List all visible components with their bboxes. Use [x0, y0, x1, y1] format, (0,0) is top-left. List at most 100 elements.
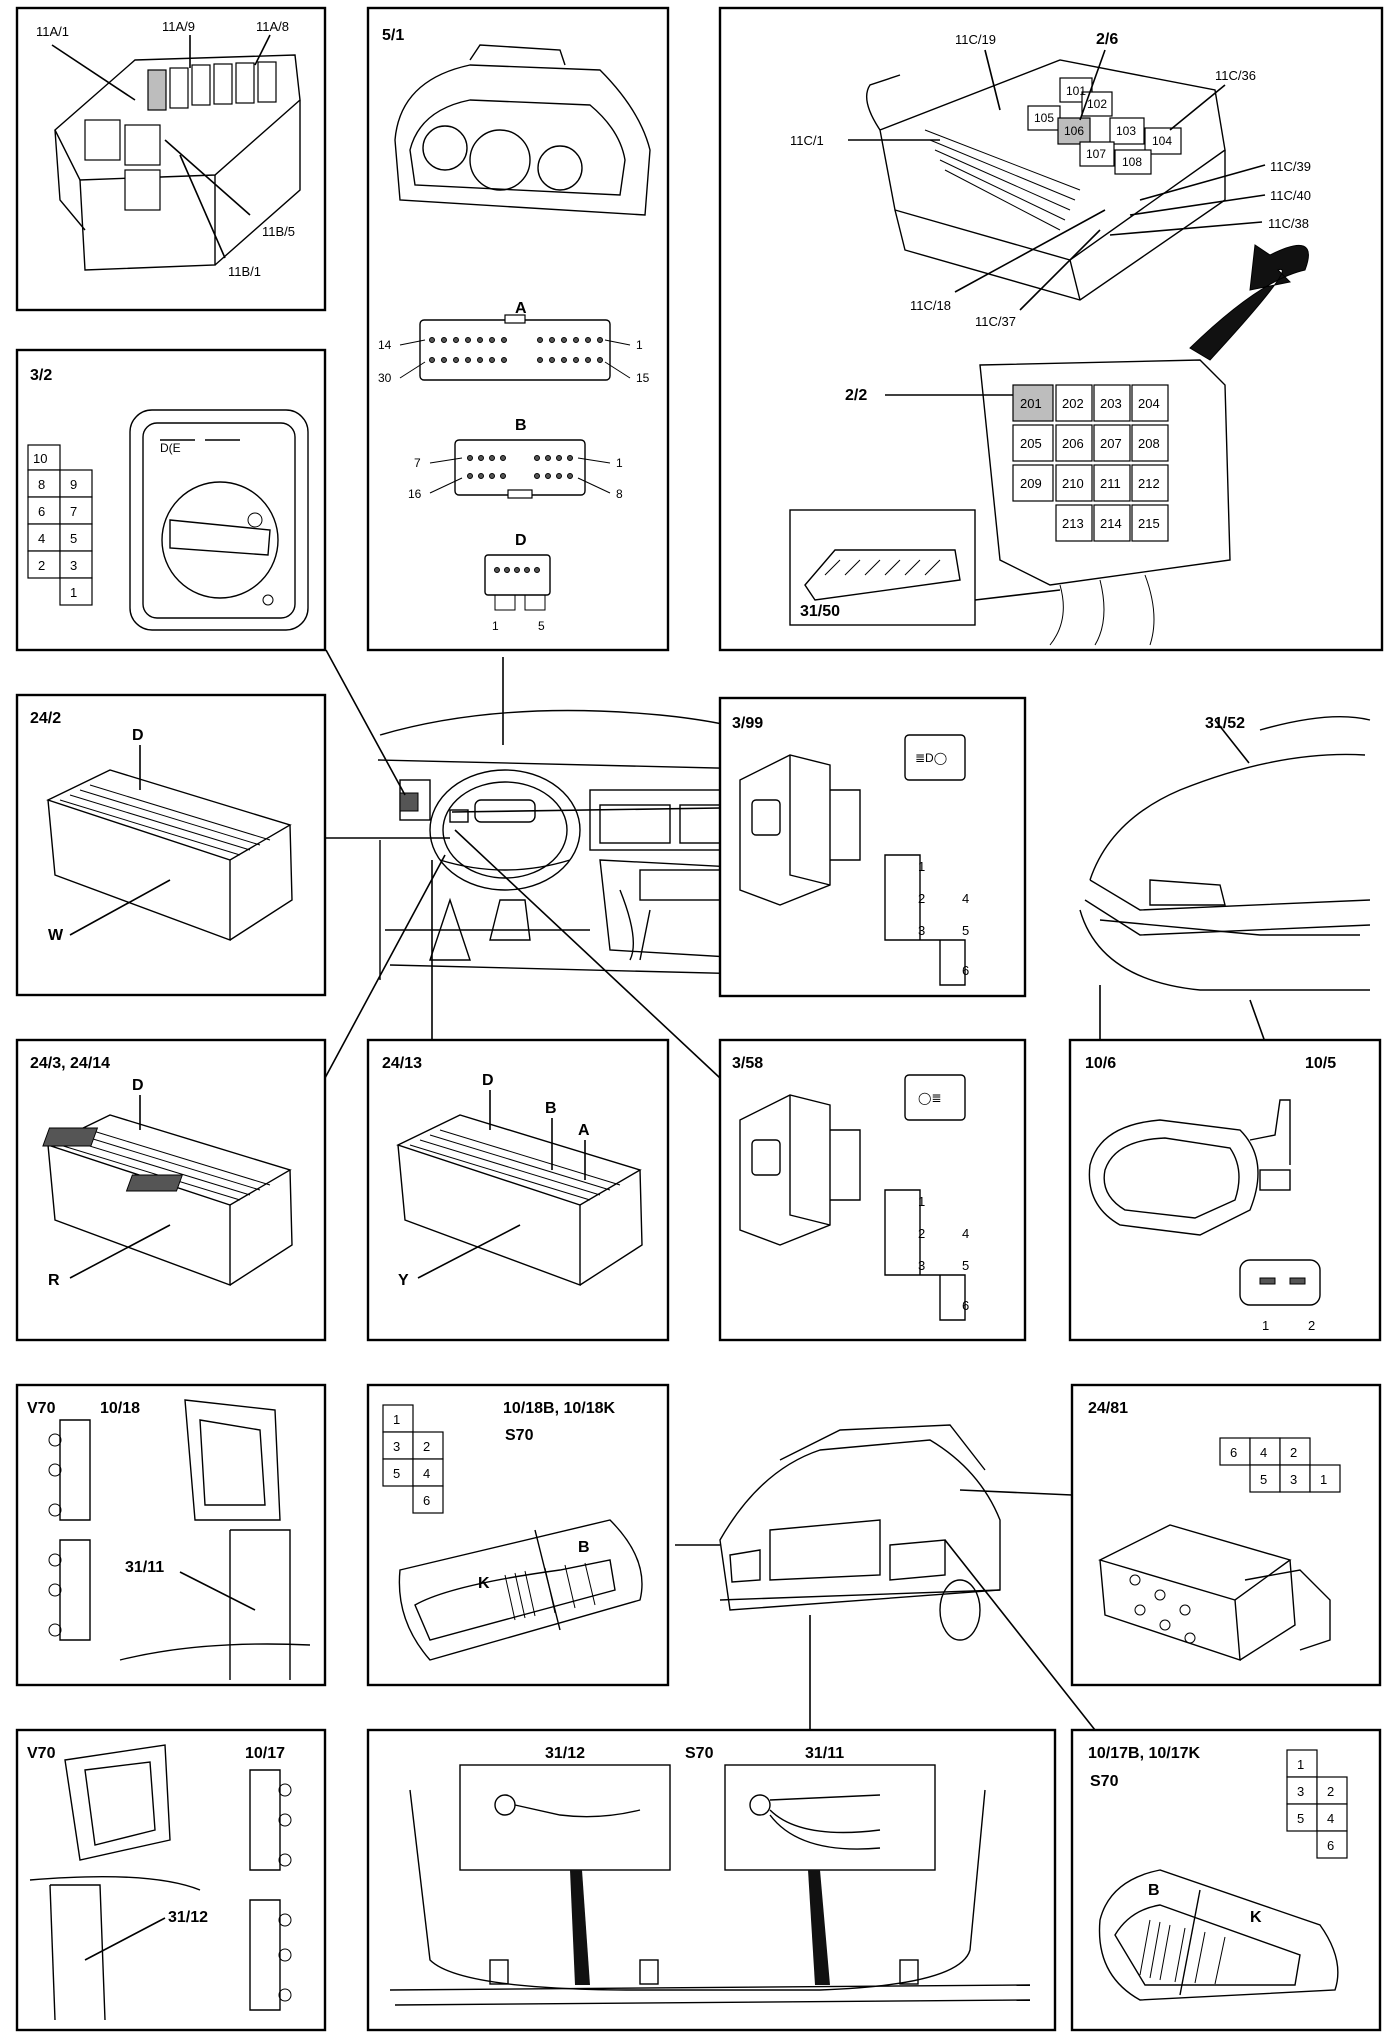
label-10-6: 10/6	[1085, 1055, 1116, 1072]
panel-24-13-connector-block: 24/13 D B A Y	[42, 1038, 670, 1342]
label-s70: S70	[1090, 1773, 1119, 1790]
fuse-203: 203	[1100, 396, 1122, 411]
rear-fog-symbol: ◯≣	[918, 1091, 941, 1105]
pin-grid-10-17b	[1286, 1749, 1348, 1859]
pin-1: 1	[918, 859, 925, 874]
label-11c-36: 11C/36	[1215, 68, 1256, 83]
mark-b: B	[578, 1539, 590, 1556]
pin-6: 6	[423, 1493, 430, 1508]
conn-a-pin-30: 30	[378, 371, 392, 385]
pin-1: 1	[918, 1194, 925, 1209]
pin-6: 6	[38, 504, 45, 519]
pin-3: 3	[918, 1258, 925, 1273]
mark-d: D	[132, 727, 144, 744]
mark-k: K	[1250, 1909, 1262, 1926]
pin-1: 1	[1320, 1472, 1327, 1487]
pin-2: 2	[1327, 1784, 1334, 1799]
rear-car-overview	[719, 1424, 1001, 1641]
conn-b-pin-8: 8	[616, 487, 623, 501]
panel-3-2-light-switch: 3/2 10 8 9 6 7 4 5 2 3 1 D(E	[15, 348, 327, 652]
label-31-12: 31/12	[545, 1745, 585, 1762]
label-10-17b-10-17k: 10/17B, 10/17K	[1088, 1745, 1201, 1762]
pin-5: 5	[70, 531, 77, 546]
mark-k: K	[478, 1575, 490, 1592]
fuse-206: 206	[1062, 436, 1084, 451]
label-3-99: 3/99	[732, 715, 763, 732]
pin-2: 2	[423, 1439, 430, 1454]
pin-6: 6	[962, 963, 969, 978]
fuse-211: 211	[1100, 476, 1121, 491]
pin-4: 4	[38, 531, 45, 546]
mark-r: R	[48, 1272, 60, 1289]
relay-101: 101	[1066, 84, 1086, 98]
conn-d-pin-5: 5	[538, 619, 545, 633]
conn-a-pins	[429, 337, 603, 363]
mark-b: B	[545, 1100, 557, 1117]
pin-7: 7	[70, 504, 77, 519]
panel-v70-10-18: V70 10/18 31/11	[15, 1383, 327, 1687]
pin-5: 5	[962, 923, 969, 938]
label-31-12: 31/12	[168, 1909, 208, 1926]
pin-4: 4	[962, 891, 969, 906]
panel-11a-relay-box: 11A/1 11A/9 11A/8 11B/5 11B/1	[15, 6, 327, 312]
panel-trunk-ground-points: 31/12 S70 31/11	[366, 1728, 1057, 2032]
fuse-210: 210	[1062, 476, 1084, 491]
pin-1: 1	[1262, 1318, 1269, 1333]
label-2-2: 2/2	[845, 387, 867, 404]
label-11c-37: 11C/37	[975, 314, 1016, 329]
wire-lead-31-11	[808, 1870, 830, 1985]
pin-3: 3	[1290, 1472, 1297, 1487]
fuse-215: 215	[1138, 516, 1160, 531]
conn-b-pin-1: 1	[616, 456, 623, 470]
mark-w: W	[48, 927, 64, 944]
mark-y: Y	[398, 1272, 409, 1289]
panel-central-electrical-unit: 101 102 105 106 103 107 104 108 11C/19 2…	[718, 6, 1384, 652]
pin-6: 6	[1327, 1838, 1334, 1853]
mark-d: D	[132, 1077, 144, 1094]
pin-3: 3	[70, 558, 77, 573]
relay-105: 105	[1034, 111, 1054, 125]
relay-106: 106	[1064, 124, 1084, 138]
label-31-50: 31/50	[800, 603, 840, 620]
pin-1: 1	[393, 1412, 400, 1427]
panel-3-58-switch: 3/58 ◯≣ 1 2 4 3 5 6	[718, 1038, 1027, 1342]
fuse-204: 204	[1138, 396, 1160, 411]
label-s70: S70	[505, 1427, 534, 1444]
pin-9: 9	[70, 477, 77, 492]
fuse-214: 214	[1100, 516, 1122, 531]
pin-3: 3	[1297, 1784, 1304, 1799]
pin-3: 3	[918, 923, 925, 938]
label-11a-1: 11A/1	[36, 24, 69, 39]
pin-6: 6	[962, 1298, 969, 1313]
label-31-11: 31/11	[125, 1559, 164, 1576]
fuse-212: 212	[1138, 476, 1160, 491]
pin-grid-3-99	[884, 854, 966, 986]
conn-b-label: B	[515, 417, 527, 434]
pin-grid-10-18b	[382, 1404, 444, 1514]
fuse-213: 213	[1062, 516, 1084, 531]
panel-24-81-connector: 24/81 6 4 2 5 3 1	[1070, 1383, 1382, 1687]
fuse-208: 208	[1138, 436, 1160, 451]
label-10-18: 10/18	[100, 1400, 140, 1417]
panel-10-18b-tail-lamp: 10/18B, 10/18K S70 1 3 2 5 4 6 K B	[366, 1383, 670, 1687]
fuse-209: 209	[1020, 476, 1042, 491]
label-24-2: 24/2	[30, 710, 61, 727]
pin-grid-3-2	[27, 444, 93, 606]
pin-1: 1	[70, 585, 77, 600]
pin-4: 4	[423, 1466, 430, 1481]
conn-b-pin-16: 16	[408, 487, 422, 501]
fuse-205: 205	[1020, 436, 1042, 451]
pin-2: 2	[1308, 1318, 1315, 1333]
pin-4: 4	[1260, 1445, 1267, 1460]
pin-5: 5	[1297, 1811, 1304, 1826]
label-3-2: 3/2	[30, 367, 52, 384]
pin-8: 8	[38, 477, 45, 492]
conn-d-label: D	[515, 532, 527, 549]
panel-10-17b-tail-lamp: 10/17B, 10/17K S70 1 3 2 5 4 6 B K	[1070, 1728, 1382, 2032]
pin-2: 2	[918, 891, 925, 906]
panel-v70-10-17: V70 10/17 31/12	[15, 1728, 327, 2032]
label-v70: V70	[27, 1745, 56, 1762]
pin-4: 4	[962, 1226, 969, 1241]
headlight-symbol: D(E	[160, 441, 181, 455]
